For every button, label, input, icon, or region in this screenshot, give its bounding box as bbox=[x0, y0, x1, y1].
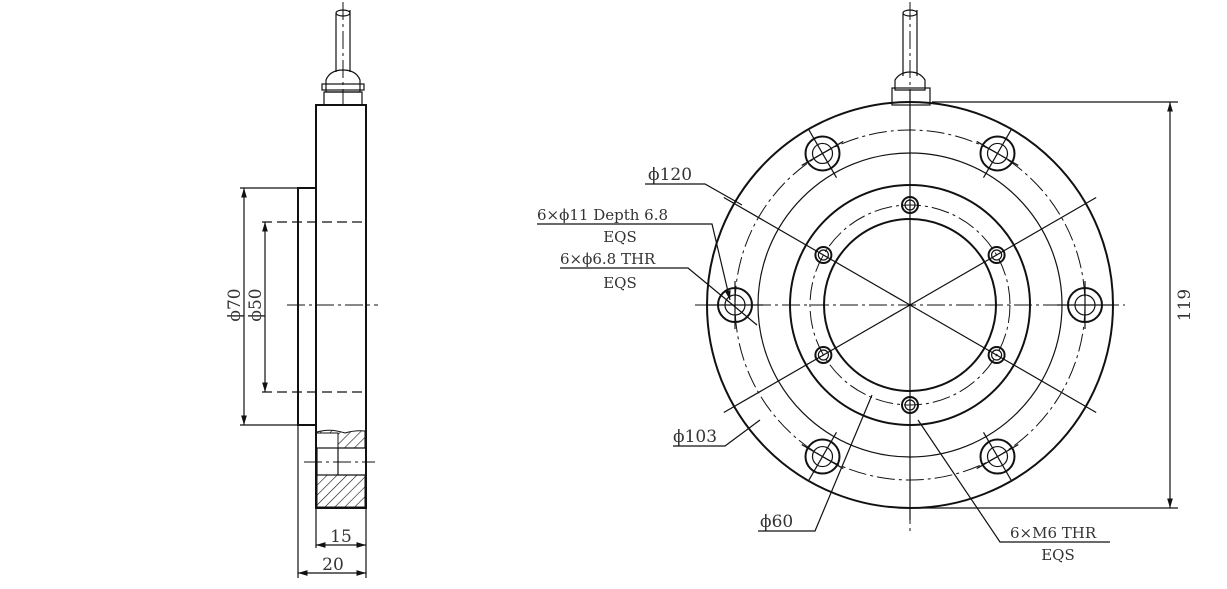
dim-15: 15 bbox=[330, 527, 352, 547]
radial-line bbox=[723, 196, 911, 306]
dim-phi103: ϕ103 bbox=[673, 427, 717, 447]
counterbore-hole bbox=[801, 128, 844, 178]
dim-phi70: ϕ70 bbox=[225, 288, 245, 321]
thread-hole bbox=[987, 346, 1006, 364]
thru-eqs: EQS bbox=[603, 274, 637, 292]
side-view: ϕ70 ϕ50 15 20 bbox=[225, 2, 378, 578]
dim-phi50: ϕ50 bbox=[246, 288, 266, 321]
front-view: ϕ120 6×ϕ11 Depth 6.8 EQS 6×ϕ6.8 THR EQS … bbox=[537, 2, 1195, 564]
dim-phi120: ϕ120 bbox=[648, 165, 692, 185]
thread-note: 6×M6 THR bbox=[1010, 524, 1097, 542]
counterbore-hole bbox=[1057, 281, 1113, 329]
thread-hole bbox=[987, 246, 1006, 264]
dim-119: 119 bbox=[1175, 289, 1195, 321]
counterbore-hole bbox=[801, 432, 844, 482]
thread-hole bbox=[814, 246, 833, 264]
flange bbox=[297, 187, 317, 426]
counterbore-eqs: EQS bbox=[603, 228, 637, 246]
thru-note: 6×ϕ6.8 THR bbox=[560, 250, 656, 268]
dim-phi60: ϕ60 bbox=[760, 512, 793, 532]
radial-line bbox=[909, 196, 1097, 306]
cable bbox=[891, 2, 931, 106]
cable bbox=[321, 2, 365, 106]
radial-line bbox=[723, 304, 911, 414]
radial-line bbox=[909, 304, 1097, 414]
thread-eqs: EQS bbox=[1041, 546, 1075, 564]
thread-hole bbox=[814, 346, 833, 364]
counterbore-hole bbox=[707, 281, 763, 329]
counterbore-note: 6×ϕ11 Depth 6.8 bbox=[537, 206, 668, 224]
dim-20: 20 bbox=[322, 555, 344, 575]
counterbore-holes bbox=[707, 128, 1113, 482]
counterbore-hole bbox=[976, 128, 1019, 178]
counterbore-hole bbox=[976, 432, 1019, 482]
